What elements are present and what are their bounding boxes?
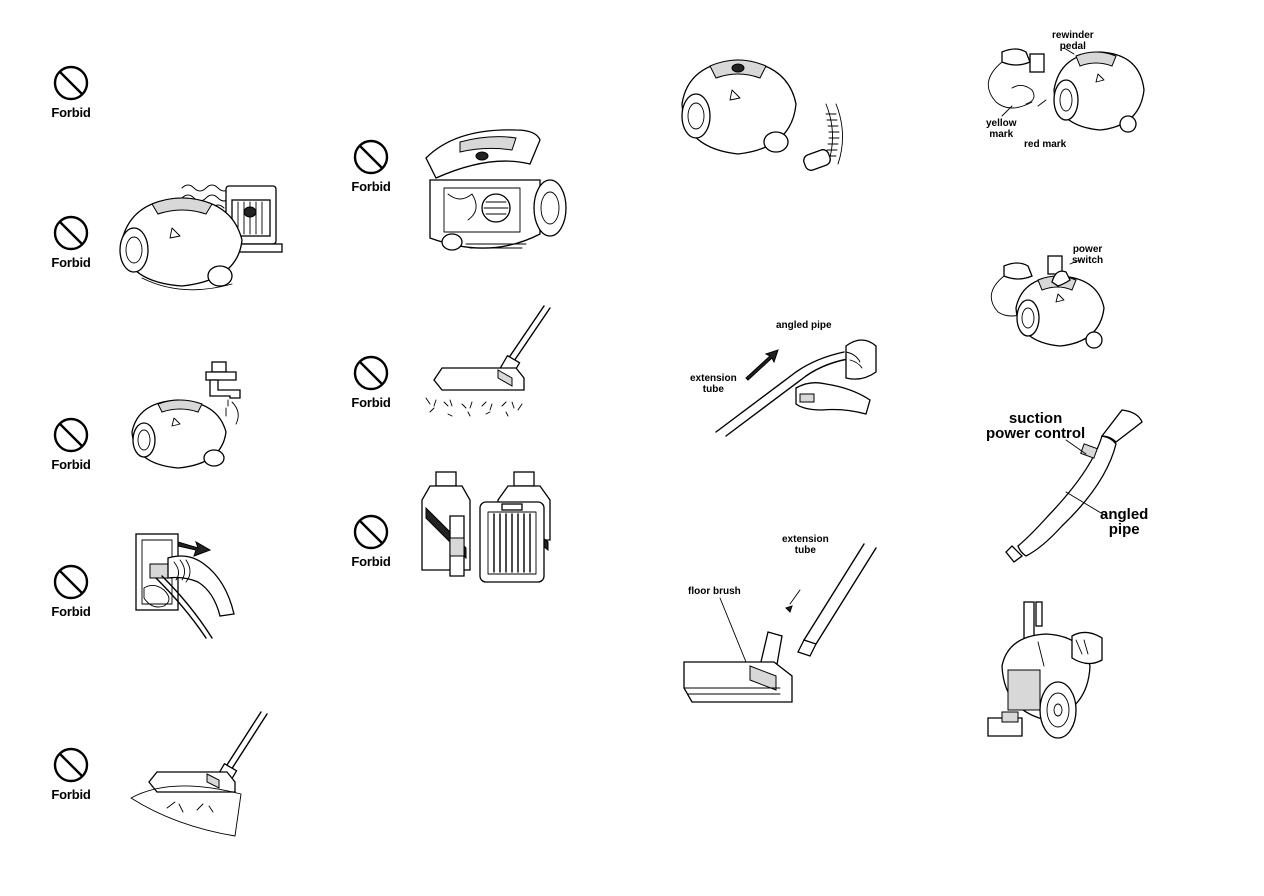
forbid-warning-5: Forbid [43,746,99,802]
forbid-label: Forbid [51,604,91,619]
prohibition-icon [53,65,89,101]
power-switch-illustration [982,242,1117,360]
vacuum-with-hose-illustration [676,54,866,182]
angled-pipe-label-small: angled pipe [776,320,832,331]
forbid-warning-7: Forbid [343,354,399,410]
forbid-label: Forbid [51,787,91,802]
connect-angled-pipe-illustration [686,316,886,437]
vacuum-near-heater-illustration [112,178,302,303]
angled-pipe-suction-control-illustration [1005,406,1156,563]
prohibition-icon [53,215,89,251]
forbid-warning-4: Forbid [43,563,99,619]
floor-brush-label: floor brush [688,586,741,597]
prohibition-icon [53,564,89,600]
prohibition-icon [53,747,89,783]
power-switch-label: power switch [1072,244,1104,266]
forbid-label: Forbid [51,105,91,120]
pull-plug-by-cord-illustration [134,528,254,640]
chemicals-and-filter-illustration [421,468,559,586]
extension-tube-label-small: extension tube [690,373,737,395]
yellow-mark-label: yellow mark [986,118,1017,140]
forbid-warning-3: Forbid [43,416,99,472]
extension-tube-label-bottom: extension tube [782,534,829,556]
vacuum-storage-parking-illustration [984,600,1114,750]
red-mark-label: red mark [1024,139,1067,150]
prohibition-icon [353,514,389,550]
brush-sharp-debris-illustration [422,305,554,421]
prohibition-icon [53,417,89,453]
forbid-warning-8: Forbid [343,513,399,569]
attach-floor-brush-illustration [680,543,885,719]
suction-power-control-label: suction power control [986,410,1086,442]
angled-pipe-label-big: angled pipe [1100,506,1149,538]
forbid-warning-1: Forbid [43,64,99,120]
forbid-warning-6: Forbid [343,138,399,194]
forbid-label: Forbid [51,255,91,270]
forbid-label: Forbid [351,554,391,569]
forbid-warning-2: Forbid [43,214,99,270]
prohibition-icon [353,139,389,175]
vacuum-water-faucet-illustration [128,360,258,475]
vacuum-open-lid-illustration [420,128,570,263]
forbid-label: Forbid [51,457,91,472]
rewinder-pedal-label: rewinder pedal [1052,30,1094,52]
forbid-label: Forbid [351,179,391,194]
brush-over-wet-floor-illustration [127,711,272,837]
forbid-label: Forbid [351,395,391,410]
cord-rewind-illustration [982,28,1145,148]
prohibition-icon [353,355,389,391]
